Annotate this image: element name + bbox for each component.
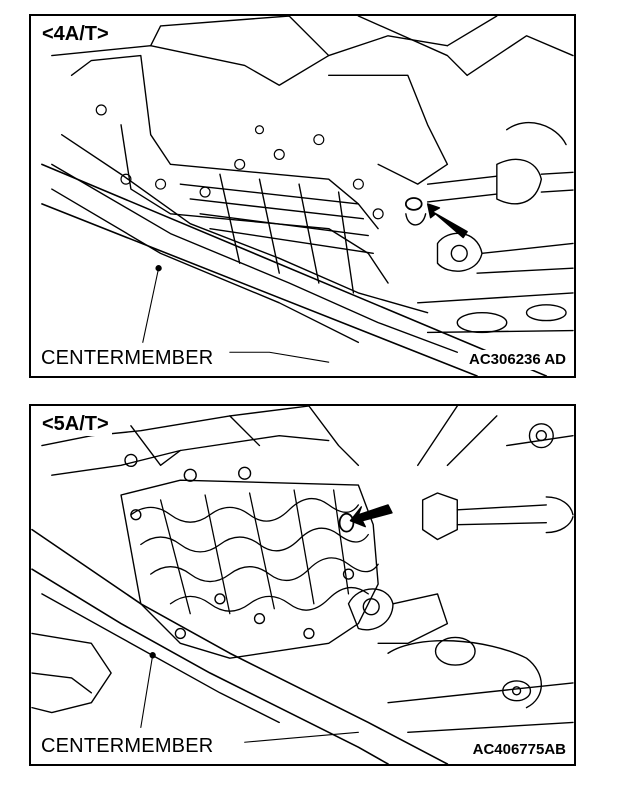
black-arrow-icon [349, 504, 393, 528]
line-drawing-4at [41, 16, 574, 376]
figure-code: AC306236 AD [467, 350, 568, 370]
flange-bolts [95, 104, 384, 220]
variant-label: <5A/T> [39, 412, 112, 436]
line-drawing-5at [31, 406, 574, 764]
figure-5at: <5A/T> CENTERMEMBER AC406775AB [29, 404, 576, 766]
variant-label: <4A/T> [39, 22, 112, 46]
figure-4at: <4A/T> CENTERMEMBER AC306236 AD [29, 14, 576, 378]
figure-code: AC406775AB [470, 740, 568, 760]
black-arrow-icon [426, 203, 468, 239]
centermember-callout: CENTERMEMBER [39, 346, 216, 370]
oil-pan-ribs [130, 489, 379, 615]
centermember-callout: CENTERMEMBER [39, 734, 216, 758]
